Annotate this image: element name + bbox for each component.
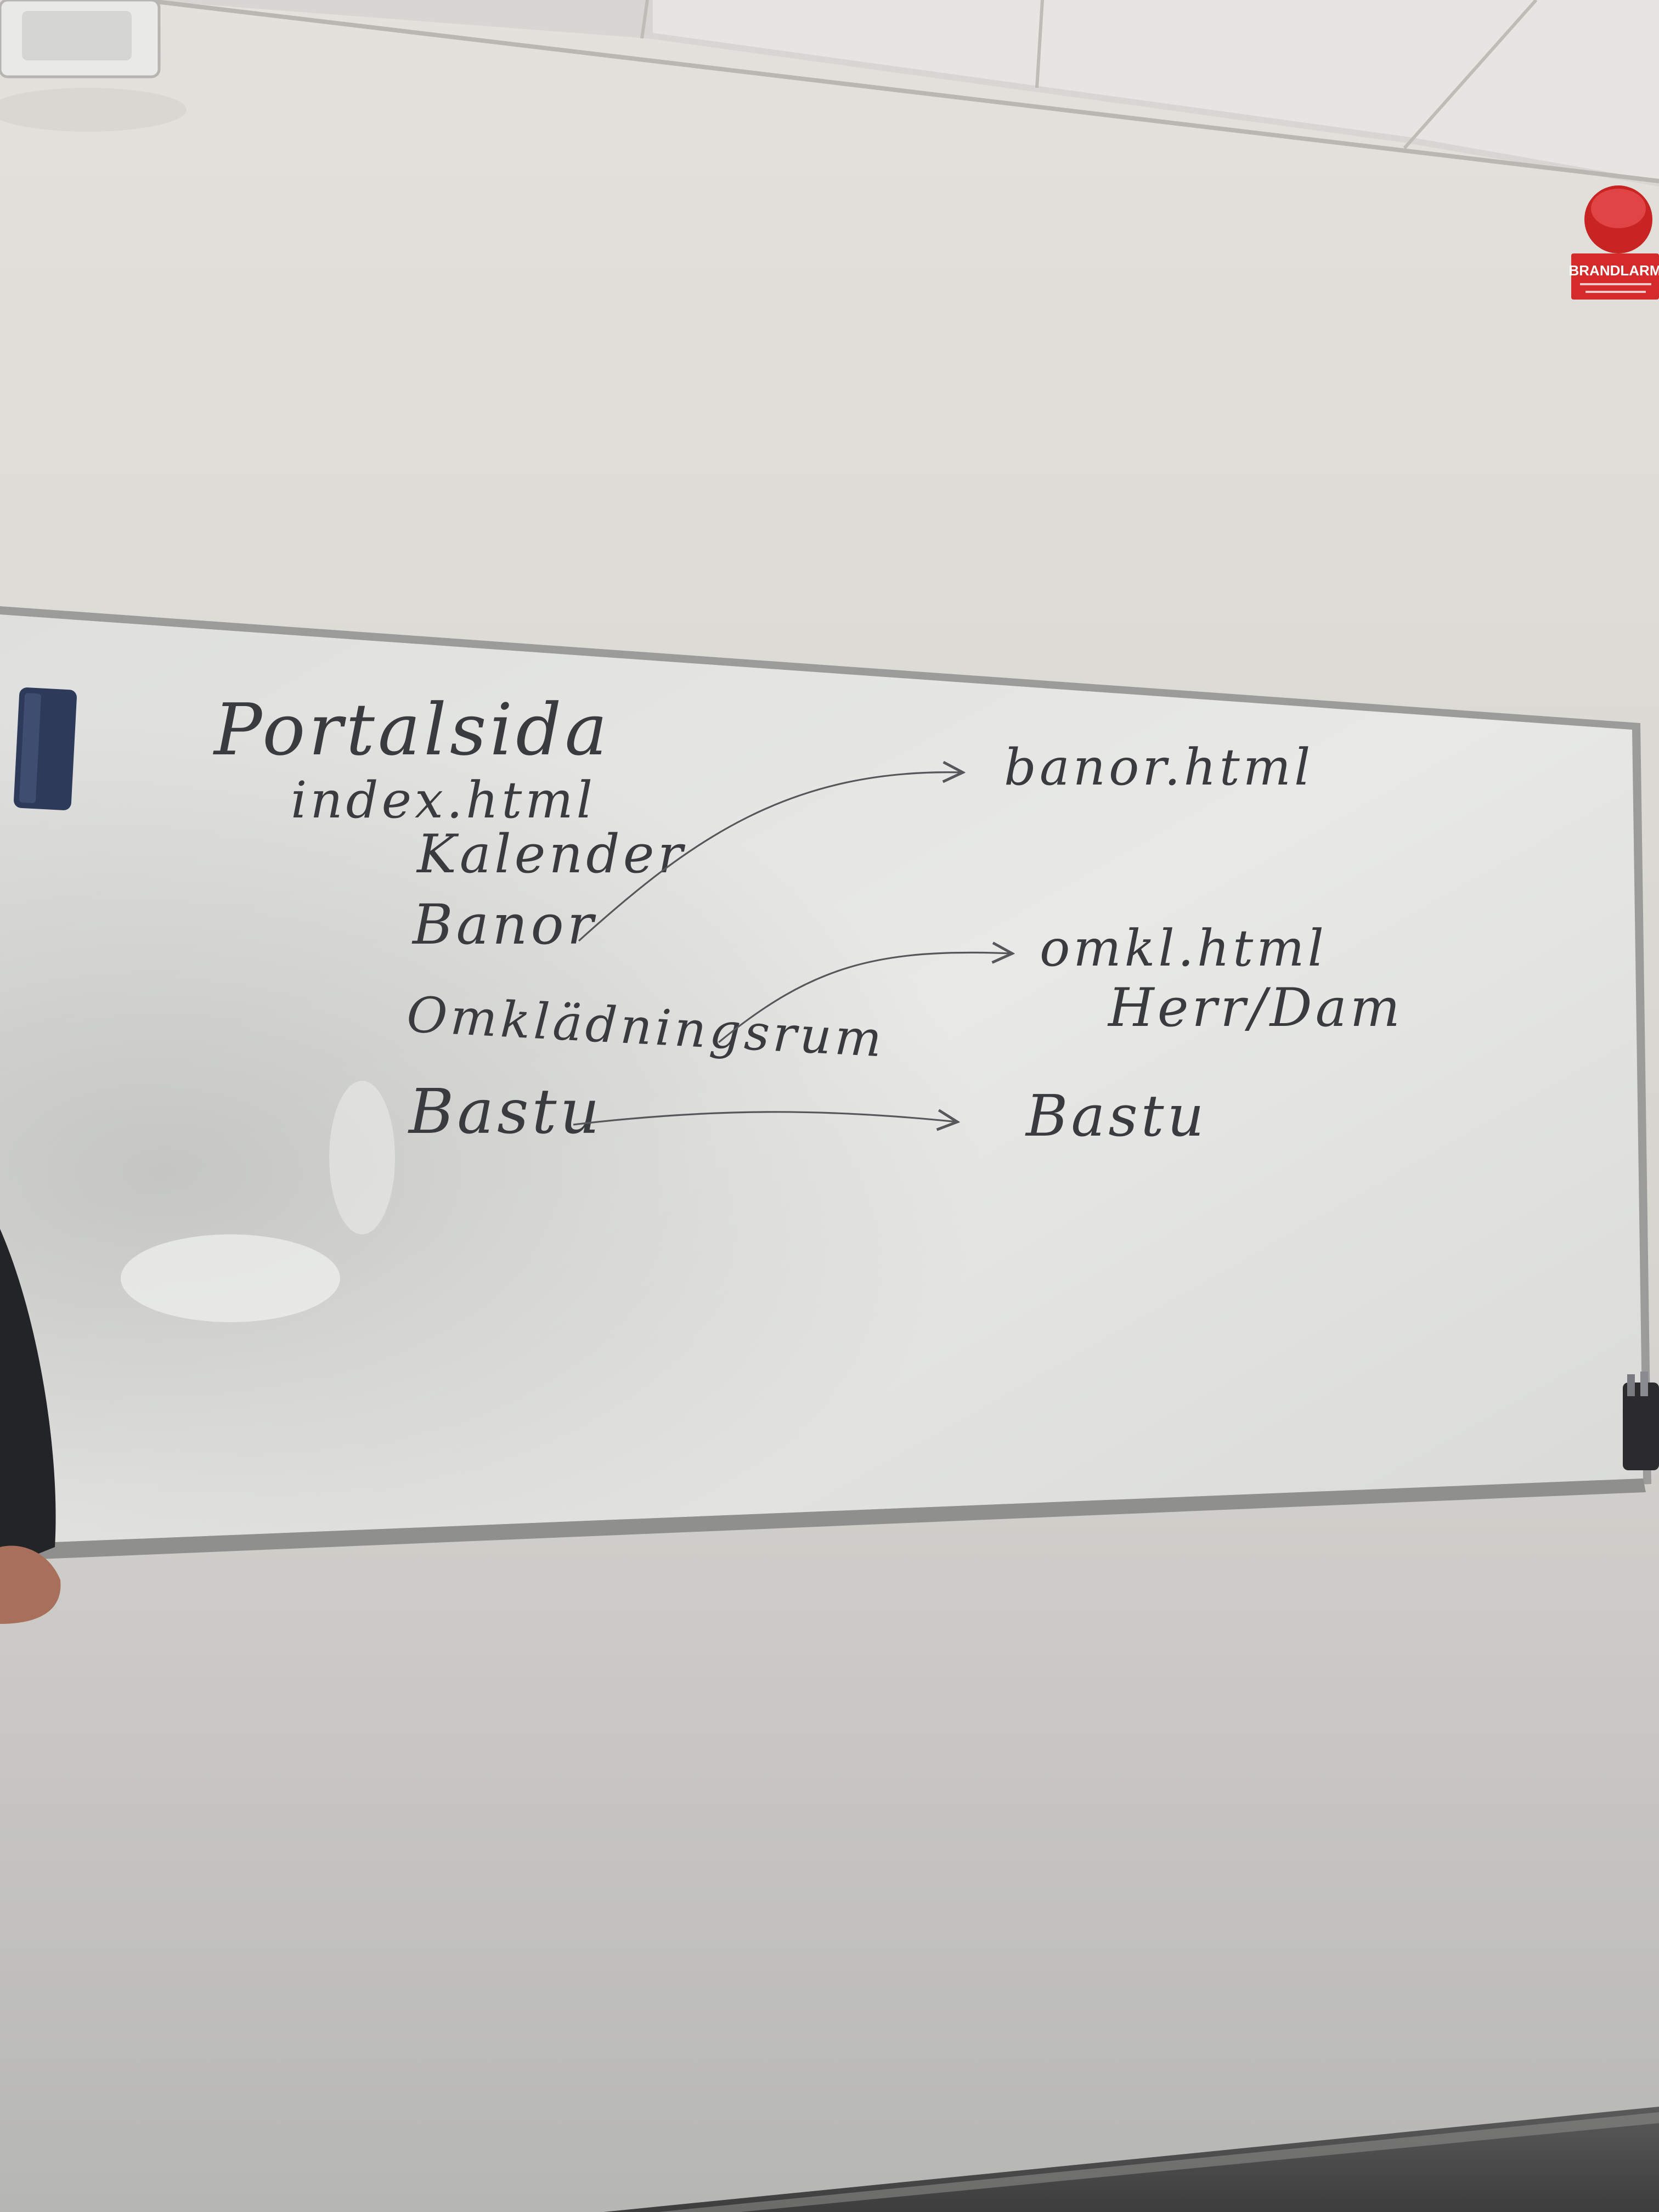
arrow-banor <box>578 772 963 942</box>
whiteboard <box>0 606 1651 1561</box>
alarm-sign-label: BRANDLARM <box>1569 262 1659 279</box>
arrow-omkl <box>718 952 1012 1043</box>
person-arm <box>0 1229 61 1624</box>
floor <box>603 2107 1659 2212</box>
note-menu-item-bastu: Bastu <box>408 1076 603 1148</box>
note-index-file: index.html <box>291 771 596 830</box>
diagram-arrows <box>573 772 1012 1125</box>
ceiling <box>0 0 1659 187</box>
note-page-omkl-sub: Herr/Dam <box>1107 977 1403 1039</box>
fire-alarm: BRANDLARM <box>1569 185 1659 300</box>
eraser <box>14 687 77 810</box>
note-page-banor: banor.html <box>1004 738 1313 797</box>
wall-speaker <box>0 0 187 132</box>
note-page-omkl: omkl.html <box>1040 919 1327 978</box>
note-menu-item-kalender: Kalender <box>416 823 686 885</box>
note-title: Portalsida <box>213 688 611 771</box>
marker-holder <box>1623 1372 1659 1470</box>
arrow-bastu <box>573 1112 957 1125</box>
note-page-bastu: Bastu <box>1025 1082 1207 1149</box>
handwritten-notes: Portalsida index.html Kalender Banor Omk… <box>213 688 1403 1149</box>
note-menu-item-banor: Banor <box>411 893 597 957</box>
